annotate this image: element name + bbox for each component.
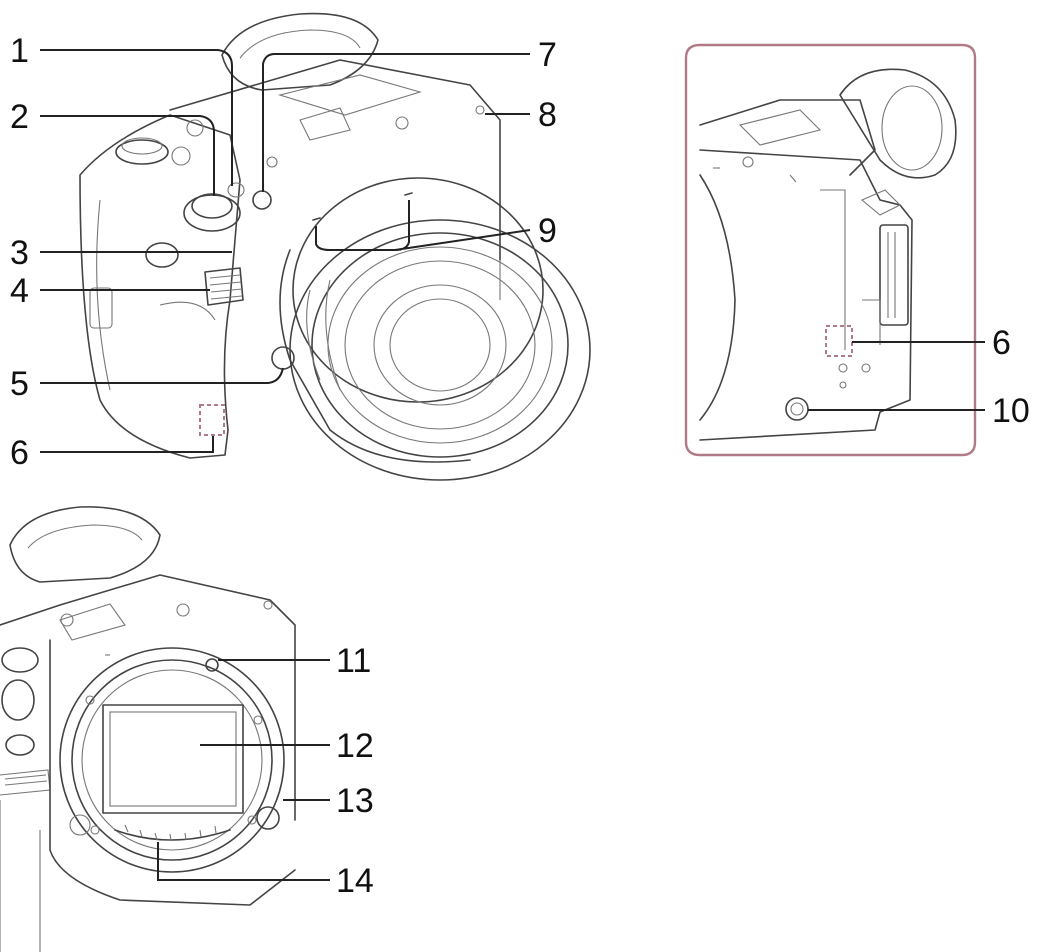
callout-6-side: 6 — [992, 324, 1011, 362]
leader-7 — [262, 53, 530, 192]
camera-mount-view — [0, 506, 296, 952]
callout-3: 3 — [10, 234, 29, 272]
leader-1 — [40, 49, 233, 186]
camera-front-view — [79, 12, 591, 481]
leader-9 — [315, 200, 531, 251]
callout-8: 8 — [538, 96, 557, 134]
leader-14 — [157, 842, 330, 881]
callout-10: 10 — [992, 392, 1030, 430]
leader-2 — [40, 115, 215, 196]
camera-side-inset — [684, 43, 977, 457]
callout-2: 2 — [10, 98, 29, 136]
callout-9: 9 — [538, 212, 557, 250]
leader-6a — [40, 436, 214, 453]
callout-5: 5 — [10, 365, 29, 403]
callout-labels: 1 2 3 4 5 6 7 8 9 6 10 11 12 13 14 — [10, 32, 1030, 900]
callout-11: 11 — [336, 642, 371, 680]
leader-lines — [40, 49, 985, 881]
callout-4: 4 — [10, 272, 29, 310]
callout-1: 1 — [10, 32, 29, 70]
callout-7: 7 — [538, 36, 557, 74]
callout-12: 12 — [336, 727, 374, 765]
callout-13: 13 — [336, 782, 374, 820]
callout-14: 14 — [336, 862, 374, 900]
leader-5 — [40, 367, 284, 384]
callout-6-front: 6 — [10, 434, 29, 472]
